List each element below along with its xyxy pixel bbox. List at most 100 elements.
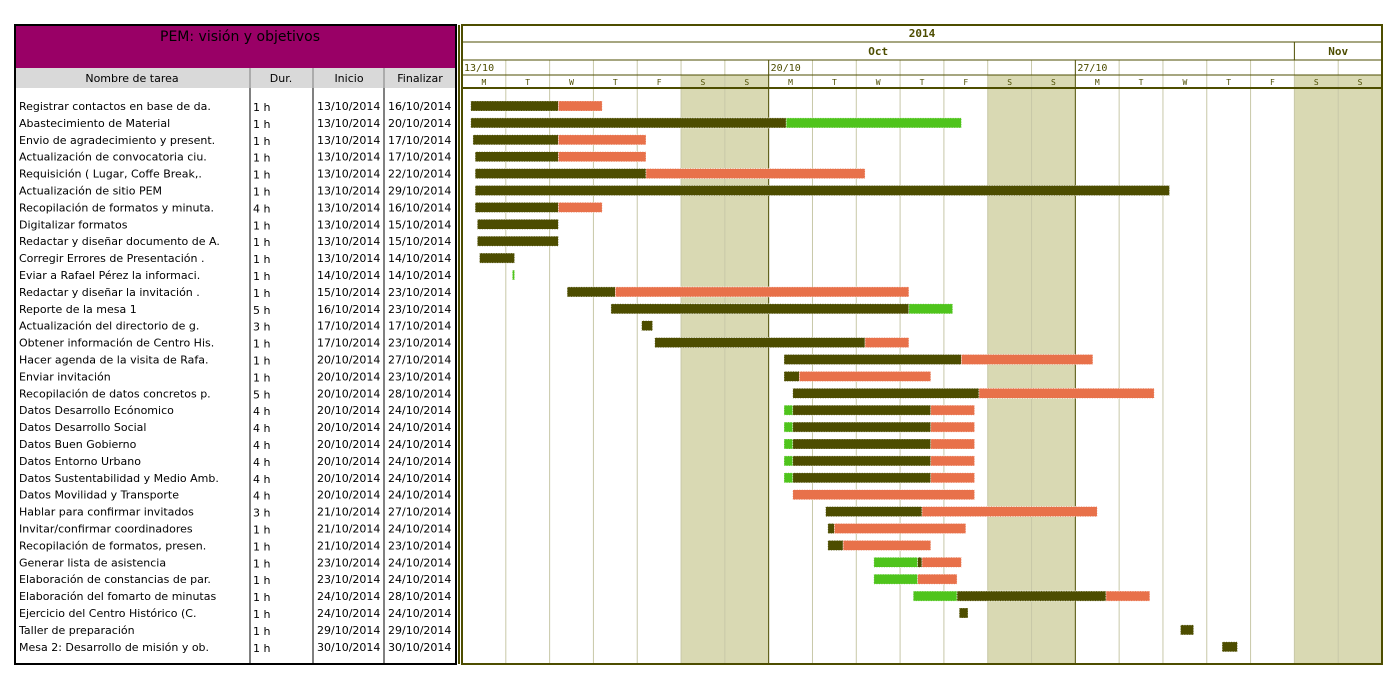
task-name: Datos Entorno Urbano bbox=[19, 455, 141, 468]
bar-remaining bbox=[921, 506, 1098, 517]
task-end: 24/10/2014 bbox=[388, 421, 451, 434]
task-name: Datos Sustentabilidad y Medio Amb. bbox=[19, 472, 219, 485]
task-name: Requisición ( Lugar, Coffe Break,. bbox=[19, 168, 202, 181]
task-duration: 4 h bbox=[253, 202, 270, 215]
task-name: Datos Buen Gobierno bbox=[19, 438, 137, 451]
task-name: Datos Desarrollo Ecónomico bbox=[19, 404, 174, 417]
task-start: 20/10/2014 bbox=[317, 387, 380, 400]
day-label: T bbox=[920, 78, 925, 87]
day-label: S bbox=[701, 78, 706, 87]
task-duration: 4 h bbox=[253, 490, 270, 503]
task-start: 20/10/2014 bbox=[317, 455, 380, 468]
task-duration: 1 h bbox=[253, 101, 270, 114]
bar-remaining bbox=[834, 523, 967, 534]
task-start: 20/10/2014 bbox=[317, 489, 380, 502]
bar-remaining bbox=[917, 573, 958, 585]
task-name: Envio de agradecimiento y present. bbox=[19, 134, 215, 147]
task-end: 29/10/2014 bbox=[388, 624, 451, 637]
bar-done bbox=[792, 438, 932, 450]
bar-done bbox=[477, 235, 559, 247]
task-start: 13/10/2014 bbox=[317, 201, 380, 214]
bar-done bbox=[474, 151, 559, 162]
task-duration: 1 h bbox=[253, 540, 270, 553]
task-start: 29/10/2014 bbox=[317, 624, 380, 637]
bar-done bbox=[783, 354, 962, 365]
task-name: Eviar a Rafael Pérez la informaci. bbox=[19, 269, 200, 282]
task-name: Generar lista de asistencia bbox=[19, 556, 166, 569]
task-start: 21/10/2014 bbox=[317, 523, 380, 536]
task-name: Taller de preparación bbox=[18, 624, 135, 637]
title-banner bbox=[15, 25, 456, 68]
task-start: 13/10/2014 bbox=[317, 252, 380, 265]
task-start: 23/10/2014 bbox=[317, 556, 380, 569]
task-end: 24/10/2014 bbox=[388, 404, 451, 417]
task-end: 27/10/2014 bbox=[388, 506, 451, 519]
gantt-bars bbox=[470, 100, 1238, 653]
bar-remaining bbox=[930, 421, 975, 433]
task-end: 14/10/2014 bbox=[388, 269, 451, 282]
task-start: 20/10/2014 bbox=[317, 404, 380, 417]
task-duration: 1 h bbox=[253, 118, 270, 131]
task-name: Reporte de la mesa 1 bbox=[19, 303, 137, 316]
task-end: 23/10/2014 bbox=[388, 539, 451, 552]
task-start: 20/10/2014 bbox=[317, 438, 380, 451]
task-name: Recopilación de formatos, presen. bbox=[19, 539, 206, 552]
task-end: 20/10/2014 bbox=[388, 117, 451, 130]
bar-done bbox=[1180, 624, 1194, 636]
bar-done bbox=[566, 286, 616, 298]
task-duration: 1 h bbox=[253, 591, 270, 604]
task-name: Abastecimiento de Material bbox=[19, 117, 170, 130]
day-label: W bbox=[569, 78, 574, 87]
bar-done bbox=[1221, 641, 1238, 653]
day-label: S bbox=[1007, 78, 1012, 87]
bar-done bbox=[792, 421, 932, 433]
day-label: T bbox=[1139, 78, 1144, 87]
task-name: Datos Desarrollo Social bbox=[19, 421, 146, 434]
task-end: 23/10/2014 bbox=[388, 303, 451, 316]
bar-done bbox=[654, 337, 866, 348]
task-end: 24/10/2014 bbox=[388, 489, 451, 502]
bar-done bbox=[474, 168, 647, 179]
bar-remaining bbox=[930, 455, 975, 467]
task-name: Elaboración del fomarto de minutas bbox=[19, 590, 216, 603]
task-name: Recopilación de datos concretos p. bbox=[19, 387, 211, 400]
task-duration: 1 h bbox=[253, 371, 270, 384]
task-name: Actualización del directorio de g. bbox=[19, 320, 199, 333]
bar-remaining bbox=[978, 387, 1155, 399]
day-label: T bbox=[613, 78, 618, 87]
bar-done bbox=[479, 252, 515, 264]
month-label: Oct bbox=[868, 45, 888, 58]
task-start: 24/10/2014 bbox=[317, 590, 380, 603]
bar-ahead bbox=[873, 573, 918, 585]
bar-remaining bbox=[930, 472, 975, 484]
timeline-year: 2014 bbox=[909, 27, 936, 40]
task-name: Redactar y diseñar documento de A. bbox=[19, 235, 220, 248]
task-duration: 4 h bbox=[253, 456, 270, 469]
task-name: Actualización de sitio PEM bbox=[19, 185, 162, 198]
bar-ahead bbox=[908, 303, 953, 315]
bar-done bbox=[474, 202, 559, 213]
task-start: 23/10/2014 bbox=[317, 573, 380, 586]
task-end: 24/10/2014 bbox=[388, 523, 451, 536]
bar-remaining bbox=[1105, 590, 1151, 602]
task-duration: 1 h bbox=[253, 287, 270, 300]
task-name: Actualización de convocatoria ciu. bbox=[19, 151, 207, 164]
header-task-name: Nombre de tarea bbox=[85, 72, 178, 85]
header-start: Inicio bbox=[334, 72, 363, 85]
task-duration: 1 h bbox=[253, 642, 270, 655]
task-end: 24/10/2014 bbox=[388, 438, 451, 451]
task-name: Datos Movilidad y Transporte bbox=[19, 489, 179, 502]
task-duration: 1 h bbox=[253, 236, 270, 249]
task-duration: 1 h bbox=[253, 135, 270, 148]
task-end: 28/10/2014 bbox=[388, 590, 451, 603]
task-duration: 1 h bbox=[253, 574, 270, 587]
table-header-row bbox=[15, 68, 456, 88]
bar-remaining bbox=[558, 202, 603, 213]
bar-done bbox=[477, 219, 559, 230]
bar-remaining bbox=[864, 337, 910, 348]
task-end: 23/10/2014 bbox=[388, 370, 451, 383]
task-end: 28/10/2014 bbox=[388, 387, 451, 400]
task-duration: 1 h bbox=[253, 169, 270, 182]
